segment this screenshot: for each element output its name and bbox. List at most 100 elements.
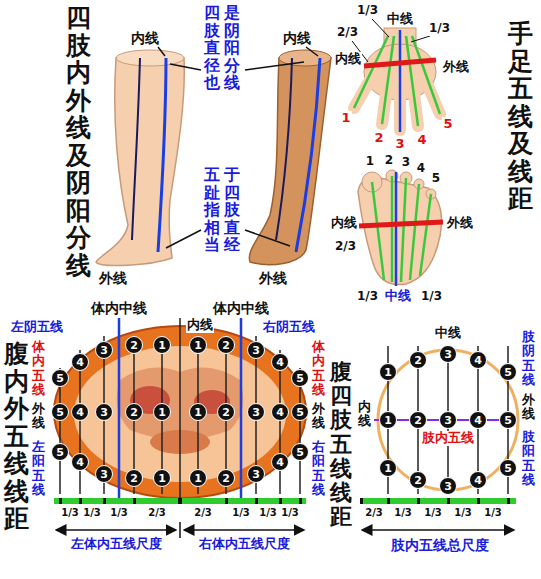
vertical-text: 外线 bbox=[32, 402, 45, 431]
number-circle: 5 bbox=[51, 403, 69, 421]
number-circle: 3 bbox=[439, 411, 457, 429]
label-text: 4 bbox=[416, 133, 427, 148]
circle-number: 5 bbox=[504, 463, 512, 474]
number-circle: 2 bbox=[125, 336, 143, 354]
circle-number: 2 bbox=[222, 407, 230, 418]
label-text: 3 bbox=[394, 137, 405, 152]
vertical-text: 肢阴五线 bbox=[522, 330, 535, 387]
leg bbox=[96, 58, 184, 265]
number-circle: 2 bbox=[217, 403, 235, 421]
abdomen-lines bbox=[60, 318, 300, 500]
leader-line bbox=[306, 47, 318, 56]
circle-number: 3 bbox=[252, 345, 260, 356]
vertical-text: 腹四肢五线线距 bbox=[330, 360, 352, 529]
label-text: 右体内五线尺度 bbox=[198, 537, 291, 552]
vertical-text: 腹内外五线线距 bbox=[4, 340, 29, 533]
vertical-text: 五趾指相当 bbox=[204, 166, 220, 254]
green-line bbox=[382, 36, 394, 124]
green-line bbox=[401, 178, 406, 282]
label-text: 中线 bbox=[386, 12, 414, 27]
grid-line bbox=[279, 350, 281, 494]
label-text: 外线 bbox=[98, 270, 128, 286]
circle-number: 3 bbox=[100, 345, 108, 356]
number-circle: 1 bbox=[153, 469, 171, 487]
label-text: 内线 bbox=[282, 30, 312, 46]
circle-number: 1 bbox=[384, 463, 392, 474]
tick bbox=[360, 498, 363, 504]
label-text: 1/3 bbox=[453, 507, 473, 519]
label-text: 2/3 bbox=[336, 26, 359, 40]
tick bbox=[447, 498, 450, 504]
tick bbox=[133, 498, 136, 504]
circle-number: 5 bbox=[56, 373, 64, 384]
leader-line bbox=[158, 47, 165, 56]
toe-lines bbox=[372, 176, 431, 282]
circle-number: 5 bbox=[504, 415, 512, 426]
label-text: 1/3 bbox=[356, 290, 379, 304]
inner-line bbox=[296, 58, 320, 252]
number-circle: 1 bbox=[189, 336, 207, 354]
number-circle: 1 bbox=[379, 459, 397, 477]
leader-line bbox=[170, 64, 201, 70]
tick bbox=[225, 498, 228, 504]
circle-number: 2 bbox=[130, 340, 138, 351]
number-circle: 5 bbox=[51, 369, 69, 387]
label-text: 4 bbox=[416, 162, 426, 176]
number-circle: 4 bbox=[469, 411, 487, 429]
vertical-text: 体内五线 bbox=[312, 340, 325, 397]
tick bbox=[255, 498, 258, 504]
middle-line bbox=[399, 30, 402, 132]
label-text: 1/3 bbox=[428, 22, 451, 36]
number-circle: 2 bbox=[409, 471, 427, 489]
number-circle: 4 bbox=[271, 403, 289, 421]
outer-line bbox=[132, 58, 140, 240]
limb bbox=[249, 58, 331, 265]
circle-number: 1 bbox=[158, 340, 166, 351]
number-circle: 4 bbox=[469, 351, 487, 369]
green-line bbox=[410, 184, 419, 280]
number-circle: 3 bbox=[439, 345, 457, 363]
green-line bbox=[391, 176, 394, 282]
number-circle: 1 bbox=[379, 363, 397, 381]
inner-line bbox=[158, 58, 166, 252]
label-text: 内线 bbox=[330, 216, 358, 231]
scale-ticks bbox=[360, 498, 510, 504]
label-text: 中线 bbox=[384, 289, 412, 304]
number-circle: 5 bbox=[499, 459, 517, 477]
tick bbox=[103, 498, 106, 504]
circle-number: 1 bbox=[384, 367, 392, 378]
label-text: 体内中线 bbox=[90, 300, 148, 316]
vertical-text: 体内五线 bbox=[32, 340, 45, 397]
circle-number: 5 bbox=[296, 407, 304, 418]
circle-number: 1 bbox=[194, 473, 202, 484]
circle-number: 4 bbox=[76, 407, 84, 418]
label-text: 1/3 bbox=[231, 507, 251, 519]
circle-number: 5 bbox=[56, 447, 64, 458]
circle-number: 1 bbox=[194, 407, 202, 418]
number-circle: 2 bbox=[125, 403, 143, 421]
vertical-text: 手足五线及线距 bbox=[508, 20, 533, 213]
number-circle: 1 bbox=[189, 469, 207, 487]
label-text: 1/3 bbox=[82, 507, 102, 519]
circle-number: 2 bbox=[130, 407, 138, 418]
label-text: 1/3 bbox=[483, 507, 503, 519]
label-text: 1/3 bbox=[393, 507, 413, 519]
circle-number: 3 bbox=[444, 349, 452, 360]
red-band bbox=[364, 60, 436, 66]
circle-number: 3 bbox=[100, 407, 108, 418]
circle-number: 3 bbox=[444, 415, 452, 426]
label-text: 内线 bbox=[186, 318, 214, 333]
label-text: 5 bbox=[442, 117, 453, 132]
circle-number: 2 bbox=[130, 473, 138, 484]
vertical-text: 外线 bbox=[522, 393, 535, 422]
label-text: 1/3 bbox=[423, 507, 443, 519]
tick bbox=[279, 498, 282, 504]
label-text: 1 bbox=[365, 155, 375, 169]
label-text: 2 bbox=[373, 131, 384, 146]
foot bbox=[358, 178, 442, 285]
number-circle: 3 bbox=[247, 403, 265, 421]
vertical-text: 四肢内外线及阴阳分线 bbox=[66, 4, 91, 279]
number-circle: 2 bbox=[217, 336, 235, 354]
tick bbox=[79, 498, 82, 504]
vertical-text: 右阳五线 bbox=[312, 440, 325, 497]
